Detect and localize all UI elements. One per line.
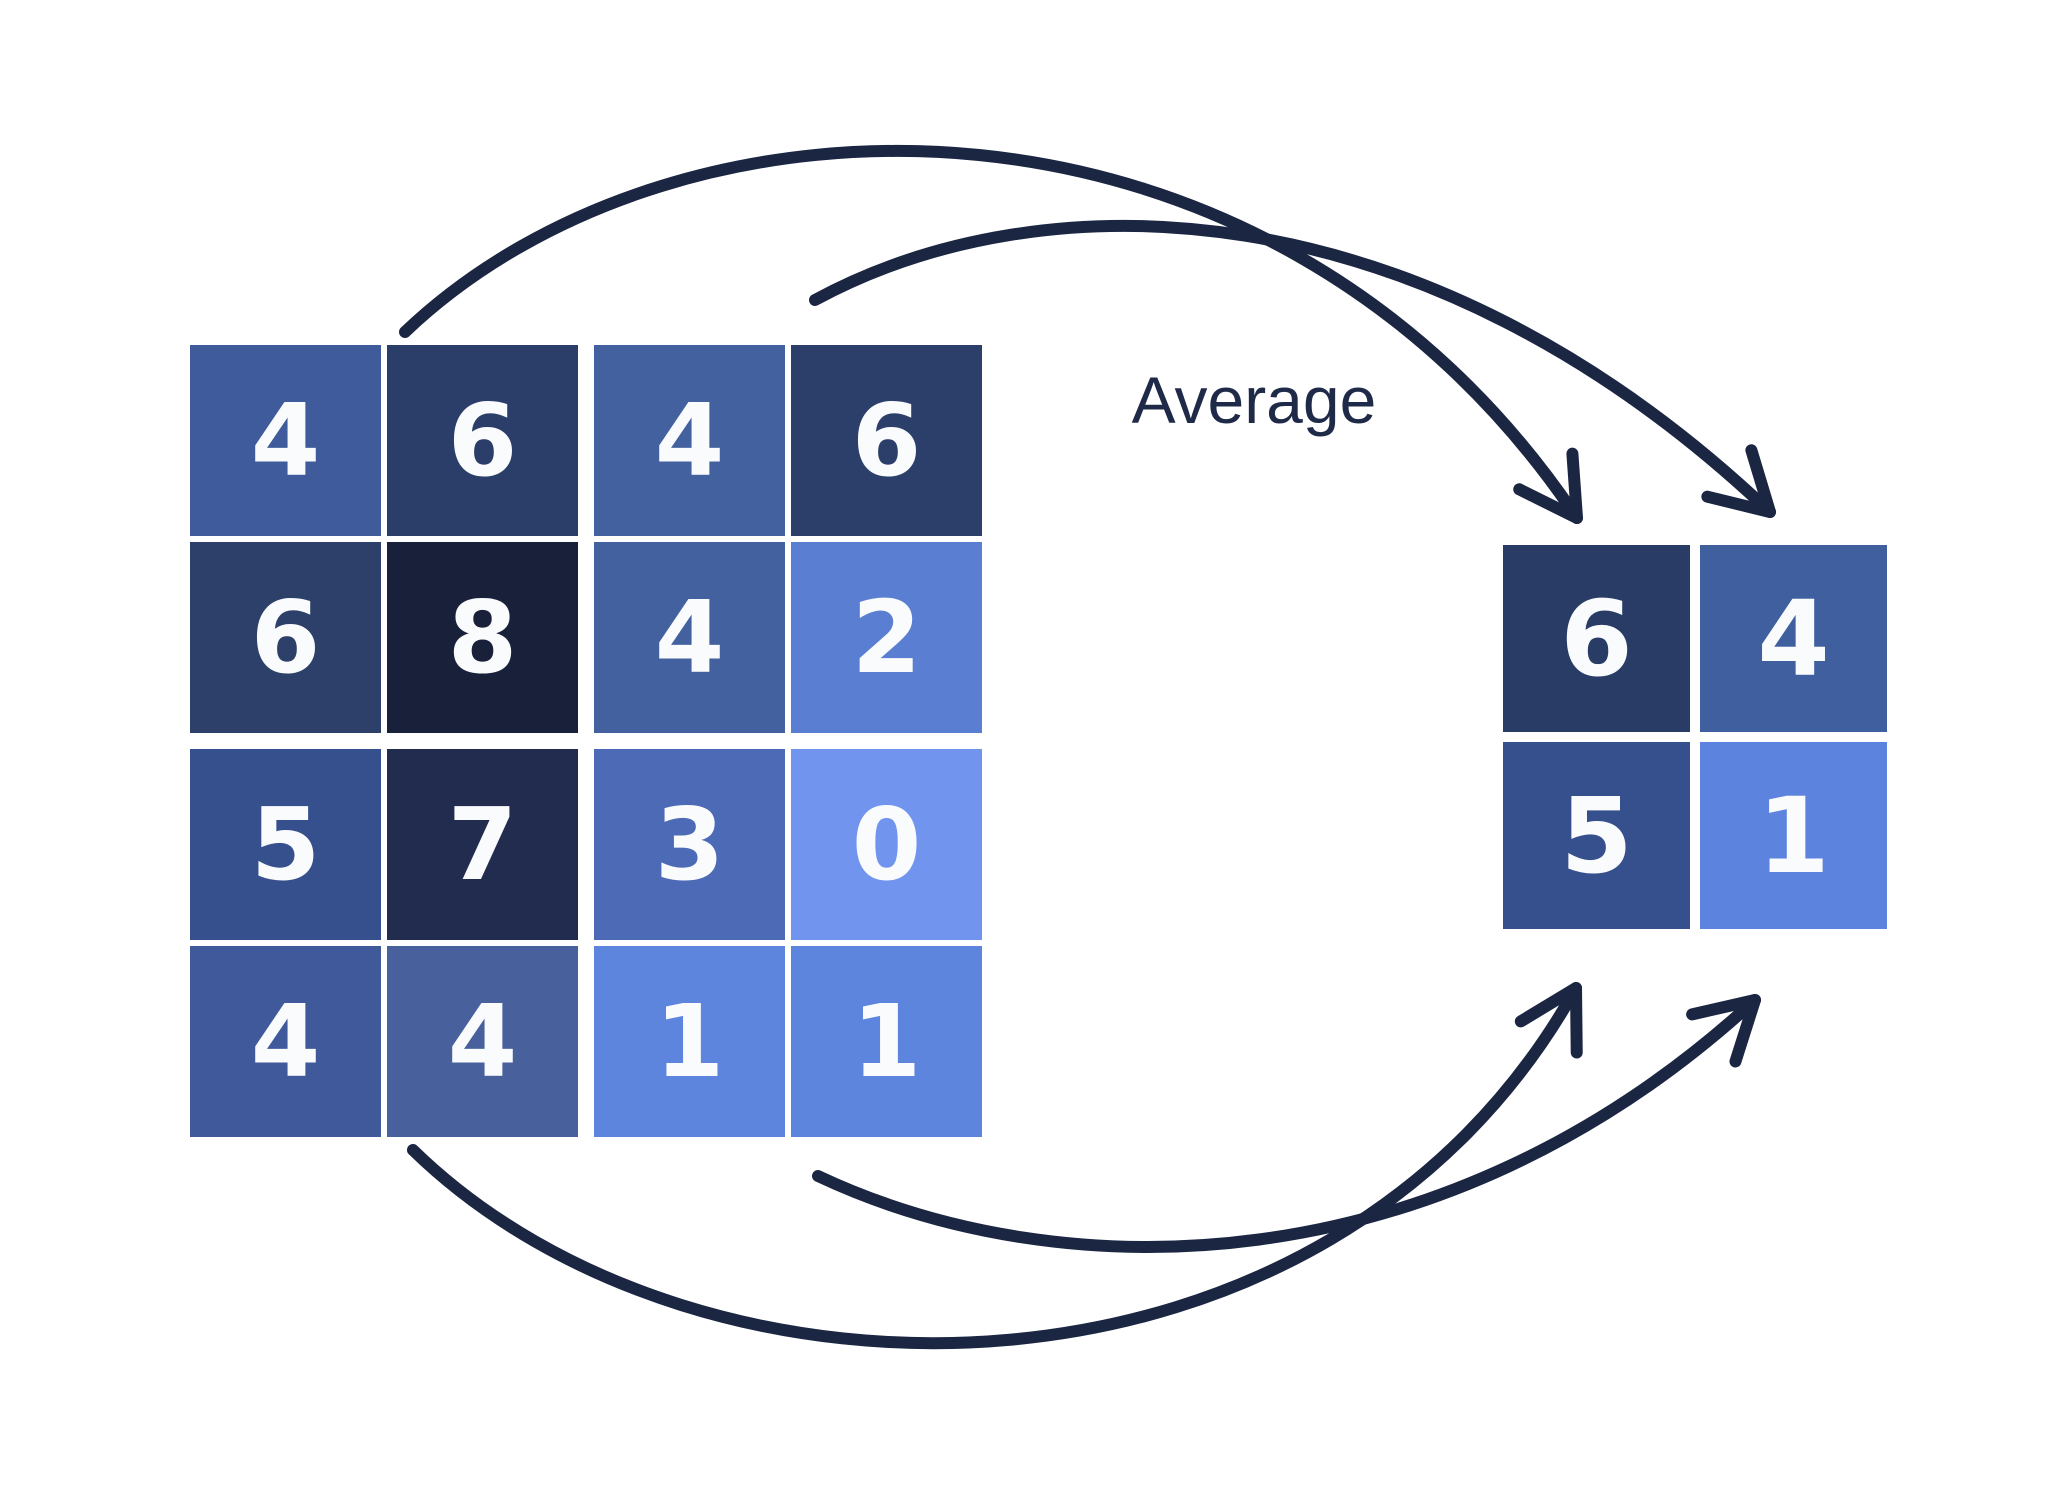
output-grid: 6 4 5 1 <box>1503 545 1887 929</box>
input-cell-r1c0: 6 <box>190 542 381 733</box>
input-cell-r3c2: 1 <box>594 946 785 1137</box>
output-cell-r0c1: 4 <box>1700 545 1887 732</box>
input-cell-r0c3: 6 <box>791 345 982 536</box>
input-cell-r2c0: 5 <box>190 749 381 940</box>
arrow-bottom-right-quadrant-to-output-1 <box>812 994 1761 1253</box>
input-cell-r2c2: 3 <box>594 749 785 940</box>
input-cell-r1c3: 2 <box>791 542 982 733</box>
output-cell-r0c0: 6 <box>1503 545 1690 732</box>
input-cell-r3c3: 1 <box>791 946 982 1137</box>
output-cell-r1c0: 5 <box>1503 742 1690 929</box>
input-grid: 4 6 4 6 6 8 4 2 5 7 3 0 4 4 1 1 <box>190 345 982 1137</box>
input-cell-r1c2: 4 <box>594 542 785 733</box>
input-cell-r2c1: 7 <box>387 749 578 940</box>
arrow-top-right-quadrant-to-output-4 <box>809 219 1776 518</box>
output-cell-r1c1: 1 <box>1700 742 1887 929</box>
arrow-top-left-quadrant-to-output-6 <box>399 145 1583 524</box>
input-cell-r0c0: 4 <box>190 345 381 536</box>
input-cell-r3c0: 4 <box>190 946 381 1137</box>
input-cell-r0c2: 4 <box>594 345 785 536</box>
input-cell-r2c3: 0 <box>791 749 982 940</box>
arrow-bottom-left-quadrant-to-output-5 <box>407 982 1583 1350</box>
input-cell-r0c1: 6 <box>387 345 578 536</box>
input-cell-r1c1: 8 <box>387 542 578 733</box>
operation-label: Average <box>1131 363 1377 437</box>
input-cell-r3c1: 4 <box>387 946 578 1137</box>
